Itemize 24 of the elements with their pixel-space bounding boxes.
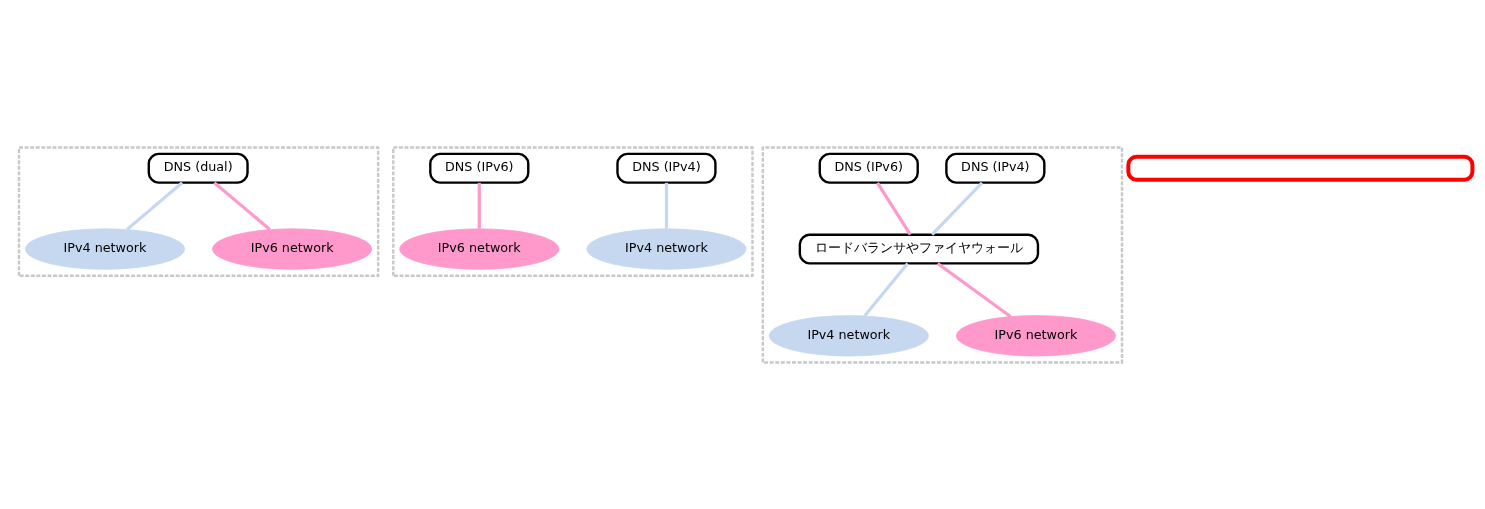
node-ellipse: IPv6 network [956,314,1116,356]
connector [930,181,984,236]
node-box: DNS (IPv4) [616,152,717,184]
connector [936,261,1012,318]
cluster [761,145,1124,364]
node-ellipse: IPv6 network [212,227,373,270]
node-box: DNS (dual) [147,152,249,184]
cluster [392,145,754,277]
connector [863,262,909,317]
node-ellipse: IPv4 network [586,227,747,270]
node-box: ロードバランサやファイヤウォール [798,233,1040,265]
connector [477,182,481,229]
node-ellipse: IPv4 network [25,227,185,270]
cluster [17,145,380,277]
node-box: DNS (IPv6) [818,152,919,184]
node-box: DNS (IPv4) [945,152,1046,184]
node-ellipse: IPv4 network [768,314,929,356]
connector [664,182,669,229]
node-box: DNS (IPv6) [429,152,530,184]
node-box [1126,154,1475,182]
connector [213,180,271,231]
node-ellipse: IPv6 network [399,227,560,270]
connector [876,181,912,235]
connector [126,180,184,231]
